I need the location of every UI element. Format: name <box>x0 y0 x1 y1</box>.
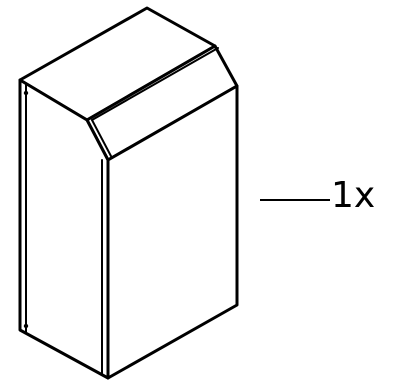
quantity-label: 1x <box>331 175 376 216</box>
cabinet-enclosure-icon <box>18 6 239 380</box>
edge-line-top <box>91 47 219 121</box>
edge-line-chamfer <box>91 119 113 159</box>
screw-dot-bottom <box>23 323 29 329</box>
screw-dot-top <box>23 90 29 96</box>
right-face <box>106 84 239 380</box>
